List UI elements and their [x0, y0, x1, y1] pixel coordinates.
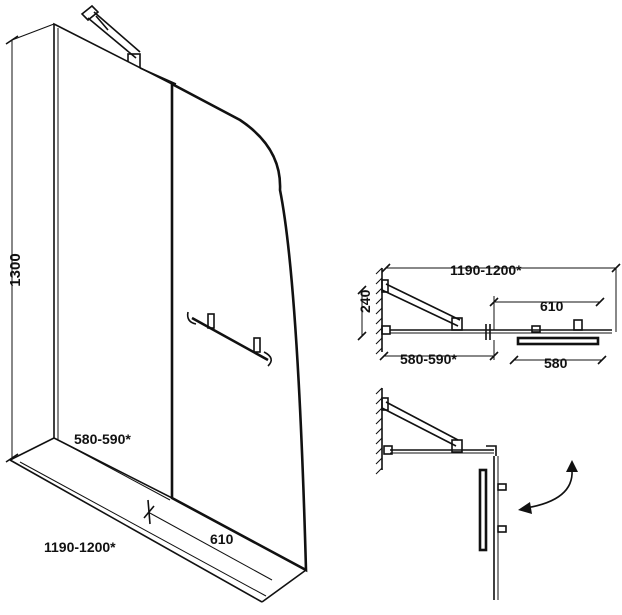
plan-fixed-label: 580-590* [400, 351, 457, 367]
fixed-glass-panel [53, 22, 173, 500]
isometric-view: 1300 610 580-590* 1190-1200* [5, 4, 308, 603]
swing-view [375, 387, 578, 600]
plan-handle-label: 580 [544, 355, 568, 371]
swing-width-dimension: 610 [143, 499, 273, 581]
plan-swing-label: 610 [540, 298, 564, 314]
offset-label: 240 [357, 289, 373, 313]
curved-double-arrow-icon [518, 460, 578, 514]
height-label: 1300 [7, 253, 24, 286]
swing-handle [478, 468, 507, 552]
height-dimension: 1300 [5, 23, 55, 463]
plan-view: 1190-1200* 240 610 58 [357, 262, 621, 371]
total-width-label: 1190-1200* [44, 539, 116, 555]
door-handle [186, 311, 272, 367]
plan-total-width-label: 1190-1200* [450, 262, 522, 278]
swing-panel-label: 610 [210, 531, 234, 547]
panel-width-label: 580-590* [74, 431, 131, 447]
wall-hatch [375, 267, 383, 355]
plan-handle [516, 319, 600, 346]
swing-glass-panel [170, 81, 308, 573]
